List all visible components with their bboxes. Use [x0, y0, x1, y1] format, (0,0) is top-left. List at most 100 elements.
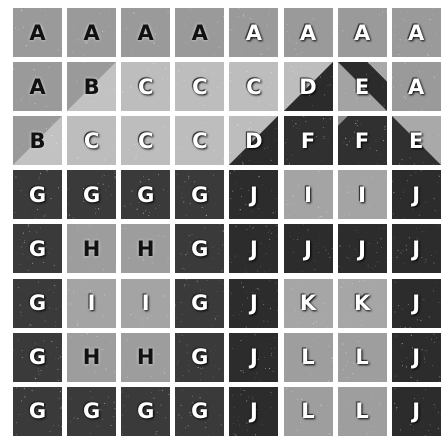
tile-r8-c6[interactable]: L	[284, 387, 333, 436]
tile-r2-c3[interactable]: C	[121, 62, 170, 111]
tile-r8-c2[interactable]: G	[67, 387, 116, 436]
tile-r2-c6[interactable]: D	[284, 62, 333, 111]
tile-background	[284, 279, 333, 328]
tile-r6-c2[interactable]: I	[67, 279, 116, 328]
tile-r2-c4[interactable]: C	[175, 62, 224, 111]
tile-background	[67, 170, 116, 219]
tile-r8-c7[interactable]: L	[338, 387, 387, 436]
tile-background	[67, 224, 116, 273]
tile-r4-c8[interactable]: J	[392, 170, 441, 219]
tile-background	[67, 279, 116, 328]
tile-background	[67, 8, 116, 57]
tile-r6-c3[interactable]: I	[121, 279, 170, 328]
tile-r5-c7[interactable]: J	[338, 224, 387, 273]
tile-background	[67, 116, 116, 165]
tile-r4-c1[interactable]: G	[13, 170, 62, 219]
tile-r5-c5[interactable]: J	[229, 224, 278, 273]
tile-r4-c7[interactable]: I	[338, 170, 387, 219]
tile-background	[13, 387, 62, 436]
tile-background	[284, 8, 333, 57]
tile-r7-c4[interactable]: G	[175, 333, 224, 382]
tile-r7-c6[interactable]: L	[284, 333, 333, 382]
tile-background	[67, 387, 116, 436]
tile-r1-c5[interactable]: A	[229, 8, 278, 57]
tile-r6-c5[interactable]: J	[229, 279, 278, 328]
tile-background	[229, 8, 278, 57]
tile-r2-c5[interactable]: C	[229, 62, 278, 111]
tile-background	[121, 279, 170, 328]
tile-r3-c2[interactable]: C	[67, 116, 116, 165]
tile-r7-c8[interactable]: J	[392, 333, 441, 382]
tile-background	[229, 224, 278, 273]
tile-r5-c8[interactable]: J	[392, 224, 441, 273]
tile-background	[175, 224, 224, 273]
tile-background	[175, 333, 224, 382]
tile-background	[13, 333, 62, 382]
tile-r1-c4[interactable]: A	[175, 8, 224, 57]
tile-background	[121, 224, 170, 273]
tile-r7-c2[interactable]: H	[67, 333, 116, 382]
tile-r2-c2[interactable]: B	[67, 62, 116, 111]
tile-r5-c4[interactable]: G	[175, 224, 224, 273]
tile-r4-c5[interactable]: J	[229, 170, 278, 219]
tile-r1-c3[interactable]: A	[121, 8, 170, 57]
tile-r7-c7[interactable]: L	[338, 333, 387, 382]
tile-background	[338, 224, 387, 273]
tile-background	[284, 224, 333, 273]
tile-r2-c1[interactable]: A	[13, 62, 62, 111]
tile-background	[121, 387, 170, 436]
tile-r1-c2[interactable]: A	[67, 8, 116, 57]
tile-r8-c5[interactable]: J	[229, 387, 278, 436]
tile-r6-c4[interactable]: G	[175, 279, 224, 328]
tile-r3-c7[interactable]: F	[338, 116, 387, 165]
tile-r1-c7[interactable]: A	[338, 8, 387, 57]
tile-r3-c6[interactable]: F	[284, 116, 333, 165]
tile-r3-c5[interactable]: D	[229, 116, 278, 165]
tile-background	[121, 333, 170, 382]
tile-r4-c2[interactable]: G	[67, 170, 116, 219]
tile-r5-c1[interactable]: G	[13, 224, 62, 273]
tile-r8-c8[interactable]: J	[392, 387, 441, 436]
tile-r6-c6[interactable]: K	[284, 279, 333, 328]
tile-r6-c8[interactable]: J	[392, 279, 441, 328]
tile-background	[392, 279, 441, 328]
tile-r5-c2[interactable]: H	[67, 224, 116, 273]
tile-r5-c3[interactable]: H	[121, 224, 170, 273]
tile-r5-c6[interactable]: J	[284, 224, 333, 273]
tile-background	[338, 387, 387, 436]
tile-background	[175, 62, 224, 111]
tile-r7-c5[interactable]: J	[229, 333, 278, 382]
tile-r3-c3[interactable]: C	[121, 116, 170, 165]
tile-r3-c4[interactable]: C	[175, 116, 224, 165]
tile-background	[175, 279, 224, 328]
tile-background	[67, 62, 116, 111]
tile-r4-c3[interactable]: G	[121, 170, 170, 219]
tile-r2-c8[interactable]: A	[392, 62, 441, 111]
tile-background	[121, 62, 170, 111]
tile-background	[121, 170, 170, 219]
tile-background	[392, 170, 441, 219]
tile-r8-c4[interactable]: G	[175, 387, 224, 436]
tile-background	[338, 62, 387, 111]
tile-r3-c1[interactable]: B	[13, 116, 62, 165]
tile-r7-c1[interactable]: G	[13, 333, 62, 382]
tile-r1-c8[interactable]: A	[392, 8, 441, 57]
tile-r8-c3[interactable]: G	[121, 387, 170, 436]
tile-background	[392, 116, 441, 165]
tile-background	[392, 8, 441, 57]
tile-r6-c7[interactable]: K	[338, 279, 387, 328]
tile-r1-c1[interactable]: A	[13, 8, 62, 57]
tile-background	[229, 170, 278, 219]
tile-background	[13, 279, 62, 328]
tile-r7-c3[interactable]: H	[121, 333, 170, 382]
tile-r2-c7[interactable]: E	[338, 62, 387, 111]
tile-r8-c1[interactable]: G	[13, 387, 62, 436]
tile-r4-c6[interactable]: I	[284, 170, 333, 219]
tile-background	[175, 387, 224, 436]
tile-r1-c6[interactable]: A	[284, 8, 333, 57]
tile-r4-c4[interactable]: G	[175, 170, 224, 219]
tile-r3-c8[interactable]: E	[392, 116, 441, 165]
tile-r6-c1[interactable]: G	[13, 279, 62, 328]
tile-background	[175, 116, 224, 165]
